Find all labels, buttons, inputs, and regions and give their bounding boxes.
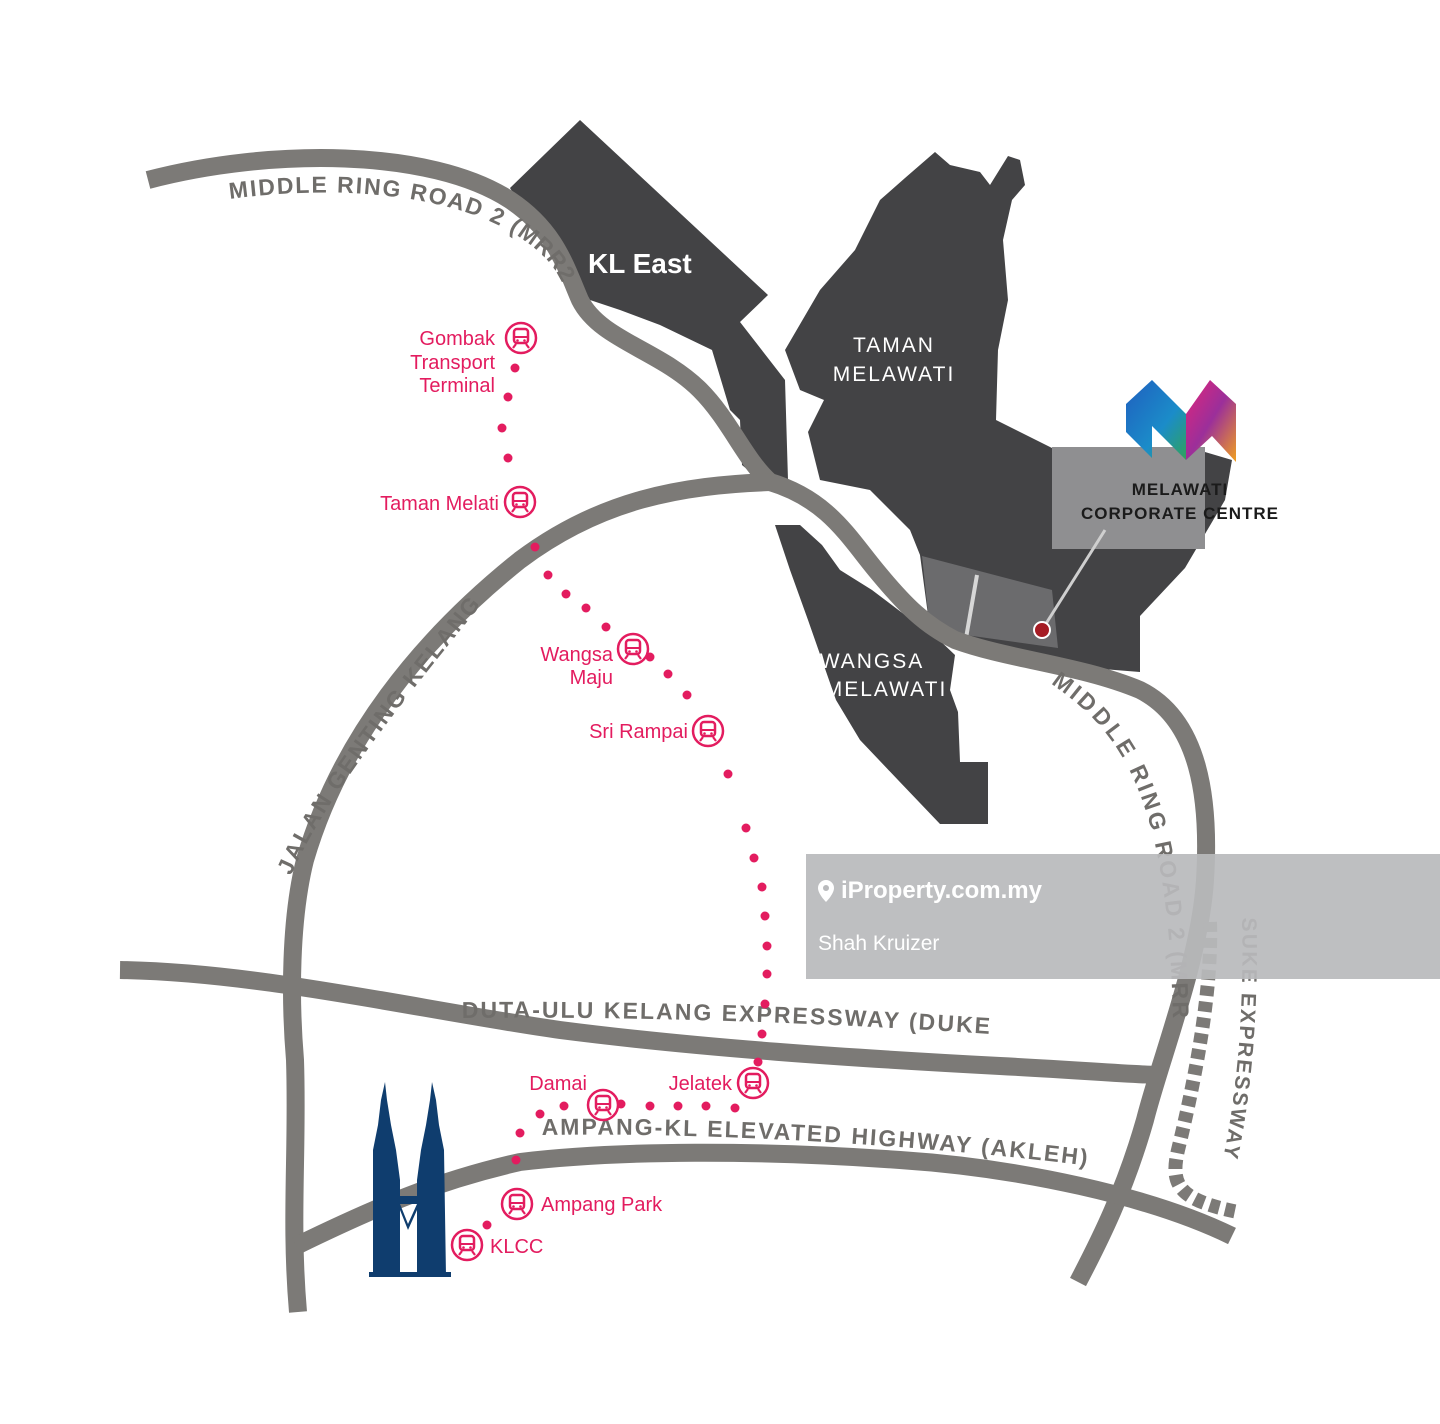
melawati-logo-icon (1126, 380, 1236, 462)
train-station-icon (504, 321, 538, 355)
corporate-centre-parcel (922, 556, 1058, 648)
train-station-icon (503, 485, 537, 519)
station-label-gombak-1: Gombak (419, 328, 496, 350)
watermark-site: iProperty.com.my (841, 877, 1043, 904)
station-labels: Gombak Transport Terminal Taman Melati W… (380, 328, 733, 1258)
road-duke (119, 961, 1159, 1084)
station-label-damai: Damai (529, 1073, 587, 1095)
area-label-taman-melawati-2: MELAWATI (833, 363, 956, 386)
kl-east-area (510, 120, 788, 480)
station-label-gombak-3: Terminal (419, 375, 495, 397)
twin-towers-icon (369, 1082, 451, 1277)
road-label-jalan-genting-kelang: JALAN GENTING KELANG (272, 590, 486, 878)
train-station-icon (450, 1228, 484, 1262)
road-label-mrr2-north: MIDDLE RING ROAD 2 (MRR2) (0, 0, 582, 287)
station-label-wangsa-maju-2: Maju (570, 667, 613, 689)
train-station-icon (586, 1088, 620, 1122)
parcel-divider (964, 574, 979, 639)
train-station-icon (616, 632, 650, 666)
watermark-agent: Shah Kruizer (818, 932, 939, 955)
station-label-wangsa-maju-1: Wangsa (540, 644, 614, 666)
station-label-taman-melati: Taman Melati (380, 493, 499, 515)
station-label-gombak-2: Transport (410, 352, 495, 374)
area-label-kl-east: KL East (588, 248, 692, 279)
station-label-klcc: KLCC (490, 1236, 543, 1258)
station-label-ampang-park: Ampang Park (541, 1194, 663, 1216)
area-label-wangsa-melawati-2: MELAWATI (825, 678, 948, 701)
watermark: iProperty.com.my Shah Kruizer (806, 854, 1440, 979)
development-name-line2: CORPORATE CENTRE (1081, 504, 1279, 523)
corporate-centre-callout-box (1052, 447, 1205, 549)
callout-leader-line (1040, 529, 1107, 631)
location-pin-icon (1033, 621, 1051, 639)
train-station-icon (736, 1066, 770, 1100)
train-station-icon (691, 714, 725, 748)
watermark-box (806, 854, 1440, 979)
wangsa-melawati-area (775, 525, 988, 824)
road-jalan-genting-kelang (283, 473, 773, 1313)
development-name-line1: MELAWATI (1132, 480, 1228, 499)
station-label-jelatek: Jelatek (669, 1073, 733, 1095)
road-mrr2-north (145, 149, 1216, 1287)
station-label-sri-rampai: Sri Rampai (589, 721, 688, 743)
area-label-taman-melawati-1: TAMAN (853, 334, 935, 357)
location-pin-icon (818, 880, 834, 902)
train-station-icon (500, 1187, 534, 1221)
area-label-wangsa-melawati-1: WANGSA (820, 650, 925, 673)
